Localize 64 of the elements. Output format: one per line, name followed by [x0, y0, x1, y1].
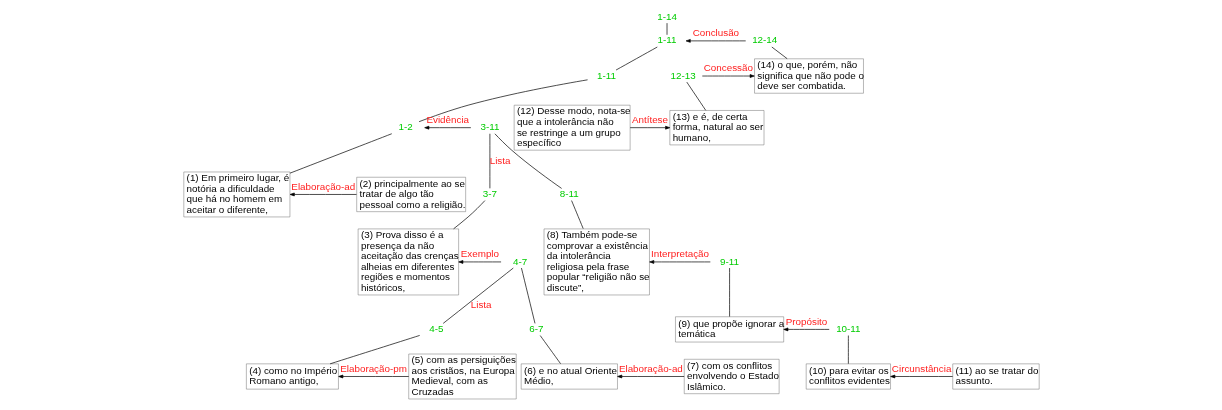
node-text: 12-13	[670, 69, 696, 81]
node-box: (14) o que, porém, não significa que não pode o deve ser combatida.	[753, 58, 864, 94]
connector	[615, 46, 658, 71]
connector	[329, 335, 420, 365]
edge-label: Propósito	[785, 315, 827, 327]
node-box: (13) e é, de certa forma, natural ao ser humano,	[669, 110, 764, 146]
connector	[685, 81, 706, 111]
node-box: (12) Desse modo, nota-se que a intolerância não se restringe a um grupo específico	[513, 105, 630, 151]
edge-label: Elaboração-ad	[618, 362, 683, 374]
arrow	[648, 260, 711, 264]
node-text: 4-7	[512, 255, 527, 267]
node-text: 6-7	[528, 323, 543, 335]
node-box: (3) Prova disso é a presença da não aceitação das crenças alheias em diferentes regiões e momentos históricos,	[357, 228, 459, 296]
connector	[442, 267, 514, 324]
node-text: 12-14	[751, 34, 777, 46]
arrow	[337, 374, 409, 379]
node-box: (1) Em primeiro lugar, é notória a dificuldade que há no homem em aceitar o diferente,	[183, 171, 290, 218]
arrow	[701, 74, 755, 78]
connector	[452, 200, 485, 230]
node-text: 1-11	[657, 34, 676, 46]
node-box: (4) como no Império Romano antigo,	[245, 363, 339, 390]
node-text: 8-11	[559, 188, 579, 200]
edge-label: Elaboração-pm	[339, 362, 407, 374]
edge-label: Exemplo	[460, 248, 499, 260]
node-box: (5) com as persiguições aos cristãos, na Europa Medieval, com as Cruzadas	[408, 353, 516, 400]
arrow	[782, 327, 830, 332]
node-text: 3-11	[479, 121, 499, 133]
connector	[418, 79, 588, 123]
arrow	[685, 39, 746, 43]
edge-label: Interpretação	[650, 248, 709, 260]
arrow	[457, 260, 501, 264]
connector	[520, 267, 535, 324]
edge-label: Concessão	[703, 62, 753, 74]
node-text: 3-7	[482, 188, 497, 200]
connector	[570, 200, 584, 229]
edge-label: Lista	[470, 299, 491, 311]
node-text: 9-11	[719, 255, 739, 267]
node-box: (8) Também pode-se comprovar a existência da intolerância religiosa pela frase popular “religião não se discute”,	[543, 228, 650, 296]
edge-label: Elaboração-ad	[290, 180, 355, 192]
node-text: 1-11	[596, 69, 616, 81]
arrow	[629, 125, 670, 130]
node-text: 10-11	[835, 323, 861, 335]
connector	[289, 133, 392, 174]
connector	[539, 335, 561, 365]
connector	[494, 133, 562, 189]
node-box: (2) principalmente ao se tratar de algo tão pessoal como a religião.	[356, 177, 466, 212]
arrow	[616, 374, 684, 379]
node-box: (6) e no atual Oriente Médio,	[520, 363, 618, 390]
arrow	[889, 374, 953, 379]
node-box: (10) para evitar os conflitos evidentes	[805, 363, 891, 390]
node-text: 4-5	[428, 323, 444, 335]
edge-label: Antítese	[631, 113, 668, 125]
node-box: (7) com os conflitos envolvendo o Estado Islâmico.	[683, 359, 779, 394]
node-text: 1-14	[656, 10, 677, 22]
arrow	[289, 192, 357, 197]
connector	[771, 46, 787, 60]
edge-label: Lista	[489, 154, 510, 166]
node-box: (9) que propõe ignorar a temática	[674, 316, 784, 343]
node-box: (11) ao se tratar do assunto.	[952, 363, 1039, 390]
edge-label: Conclusão	[692, 27, 739, 39]
edge-label: Circunstância	[891, 362, 951, 374]
arrow	[423, 125, 471, 130]
edge-label: Evidência	[425, 113, 469, 125]
node-text: 1-2	[397, 121, 413, 133]
